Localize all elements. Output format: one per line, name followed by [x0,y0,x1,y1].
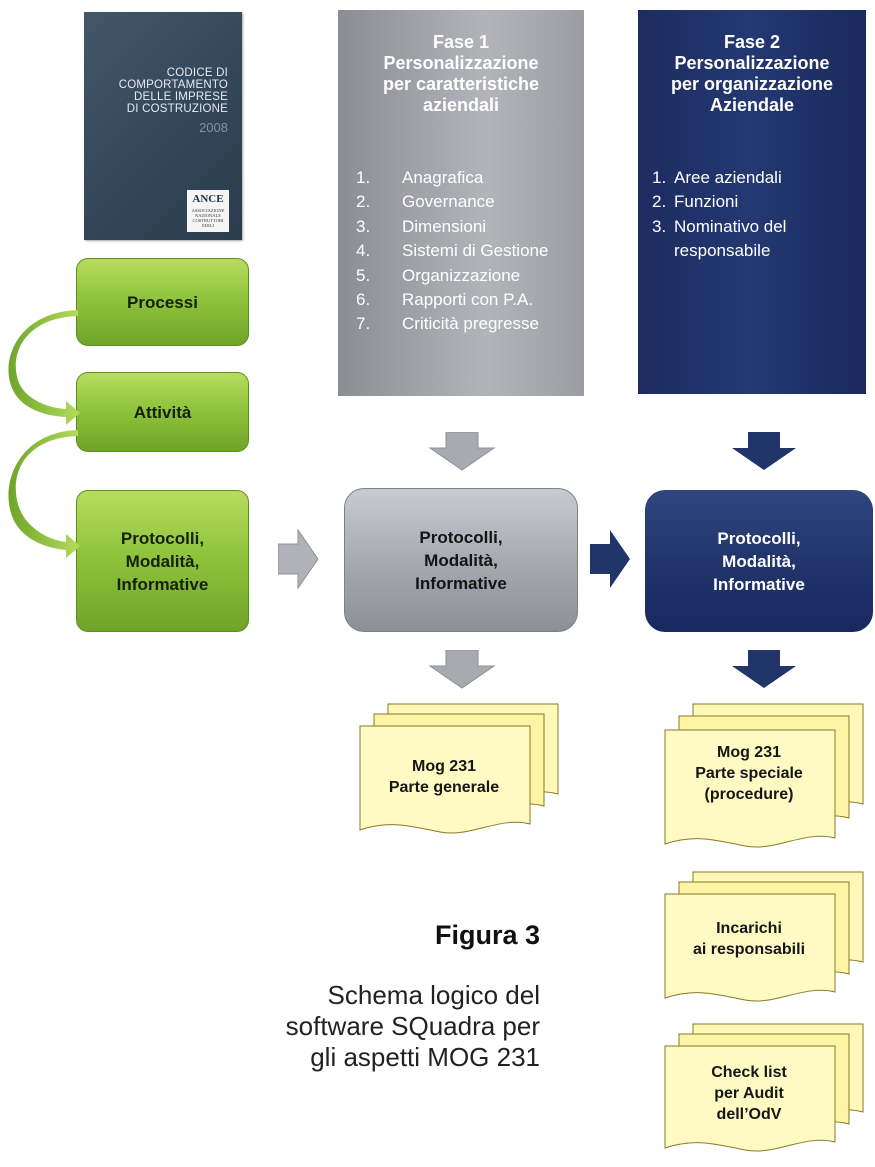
down-arrow-navy-2 [732,650,796,688]
phase2-title-line: Personalizzazione [674,53,830,73]
attivita-label: Attività [133,402,192,422]
figure-caption-line: gli aspetti MOG 231 [310,1042,540,1072]
figure-caption-line: software SQuadra per [285,1011,540,1041]
protocolli-gray-line: Modalità, [424,550,498,570]
protocolli-navy-box: Protocolli, Modalità, Informative [645,490,873,632]
phase2-item: 1.Aree aziendali [652,168,782,187]
doc-mog-generale: Mog 231 Parte generale [358,702,562,844]
phase1-item: 6.Rapporti con P.A. [356,290,534,310]
book-title-line: DELLE IMPRESE [134,91,228,103]
phase1-item: 1.Anagrafica [356,168,484,187]
protocolli-green-label: Protocolli, Modalità, Informative [117,527,209,596]
phase1-item: 2.Governance [356,192,495,212]
doc-text-line: Check list [711,1064,787,1081]
protocolli-green-line: Protocolli, [120,528,205,548]
doc-text-line: ai responsabili [692,941,806,958]
curved-arrow-processi-attivita [8,310,80,425]
book-title: CODICE DI COMPORTAMENTO DELLE IMPRESE DI… [88,67,228,115]
ance-logo-text: ANCE [192,193,224,205]
figure-label: Figura 3 [434,920,540,950]
phase2-title-line: Aziendale [709,95,795,115]
phase2-title: Fase 2 Personalizzazione per organizzazi… [638,32,866,116]
protocolli-gray-label: Protocolli, Modalità, Informative [415,526,507,595]
phase2-item: responsabile [674,241,771,261]
curved-arrow-attivita-protocolli [8,430,80,558]
right-arrow-navy [590,530,630,588]
phase2-panel: Fase 2 Personalizzazione per organizzazi… [638,10,866,394]
curved-arrows [8,310,80,558]
phase2-title-line: Fase 2 [723,32,781,52]
processi-label: Processi [127,292,198,312]
phase2-item: 2.Funzioni [652,192,739,212]
phase1-list: 1.Anagrafica 2.Governance 3.Dimensioni 4… [356,166,584,337]
doc-text-line: (procedure) [704,786,794,803]
document-stack-icon [664,703,864,848]
phase1-title: Fase 1 Personalizzazione per caratterist… [338,32,584,116]
protocolli-navy-line: Informative [713,574,805,594]
doc-mog-speciale-text: Mog 231 Parte speciale (procedure) [663,742,835,805]
phase1-title-line: Personalizzazione [383,53,539,73]
doc-incarichi-text: Incarichi ai responsabili [663,918,835,960]
phase1-item: 3.Dimensioni [356,216,487,236]
phase2-title-line: per organizzazione [670,74,834,94]
book-title-line: CODICE DI [166,67,228,79]
protocolli-gray-line: Protocolli, [419,527,503,547]
document-stack-icon [359,703,559,834]
processi-box: Processi [76,258,249,346]
protocolli-green-box: Protocolli, Modalità, Informative [76,490,249,632]
phase1-item: 7.Criticità pregresse [356,314,539,334]
doc-text-line: Mog 231 [411,758,476,775]
figure-caption-line: Schema logico del [327,980,540,1010]
doc-mog-speciale: Mog 231 Parte speciale (procedure) [663,702,867,857]
doc-text-line: Mog 231 [716,744,781,761]
down-arrow-navy-1 [732,432,796,470]
protocolli-gray-box: Protocolli, Modalità, Informative [344,488,578,632]
doc-text-line: Incarichi [716,920,782,937]
down-arrow-gray-2 [428,650,496,689]
doc-text-line: Parte speciale [695,765,803,782]
doc-incarichi: Incarichi ai responsabili [663,870,867,1012]
doc-text-line: Parte generale [388,779,500,796]
document-stack-icon [664,871,864,1002]
doc-checklist-text: Check list per Audit dell’OdV [663,1062,835,1125]
phase1-item: 5.Organizzazione [356,265,521,285]
book-cover: CODICE DI COMPORTAMENTO DELLE IMPRESE DI… [84,12,242,240]
right-arrow-gray [278,528,319,590]
attivita-box: Attività [76,372,249,452]
document-stack-icon [664,1023,864,1152]
figure-caption: Schema logico del software SQuadra per g… [190,980,540,1073]
ance-logo: ANCE ASSOCIAZIONE NAZIONALE COSTRUTTORI … [187,190,229,232]
protocolli-navy-line: Modalità, [722,551,796,571]
phase1-item: 4.Sistemi di Gestione [356,241,549,261]
doc-text-line: dell’OdV [716,1106,782,1123]
book-title-line: COMPORTAMENTO [118,79,228,91]
phase1-panel: Fase 1 Personalizzazione per caratterist… [338,10,584,396]
doc-mog-generale-text: Mog 231 Parte generale [358,756,530,798]
down-arrow-gray-1 [428,432,496,471]
phase1-title-line: per caratteristiche [382,74,540,94]
phase1-title-line: Fase 1 [432,32,490,52]
phase2-item: 3.Nominativo del [652,216,787,236]
phase1-title-line: aziendali [422,95,500,115]
protocolli-navy-line: Protocolli, [717,528,801,548]
doc-text-line: per Audit [714,1085,784,1102]
book-title-line: DI COSTRUZIONE [126,103,228,115]
protocolli-gray-line: Informative [415,573,507,593]
protocolli-green-line: Informative [116,574,209,594]
protocolli-navy-label: Protocolli, Modalità, Informative [713,527,805,596]
ance-logo-subtext: ASSOCIAZIONE NAZIONALE COSTRUTTORI EDILI [191,208,225,228]
protocolli-green-line: Modalità, [125,551,200,571]
doc-checklist: Check list per Audit dell’OdV [663,1022,867,1162]
phase2-list: 1.Aree aziendali 2.Funzioni 3.Nominativo… [652,166,786,264]
book-year: 2008 [199,120,228,135]
